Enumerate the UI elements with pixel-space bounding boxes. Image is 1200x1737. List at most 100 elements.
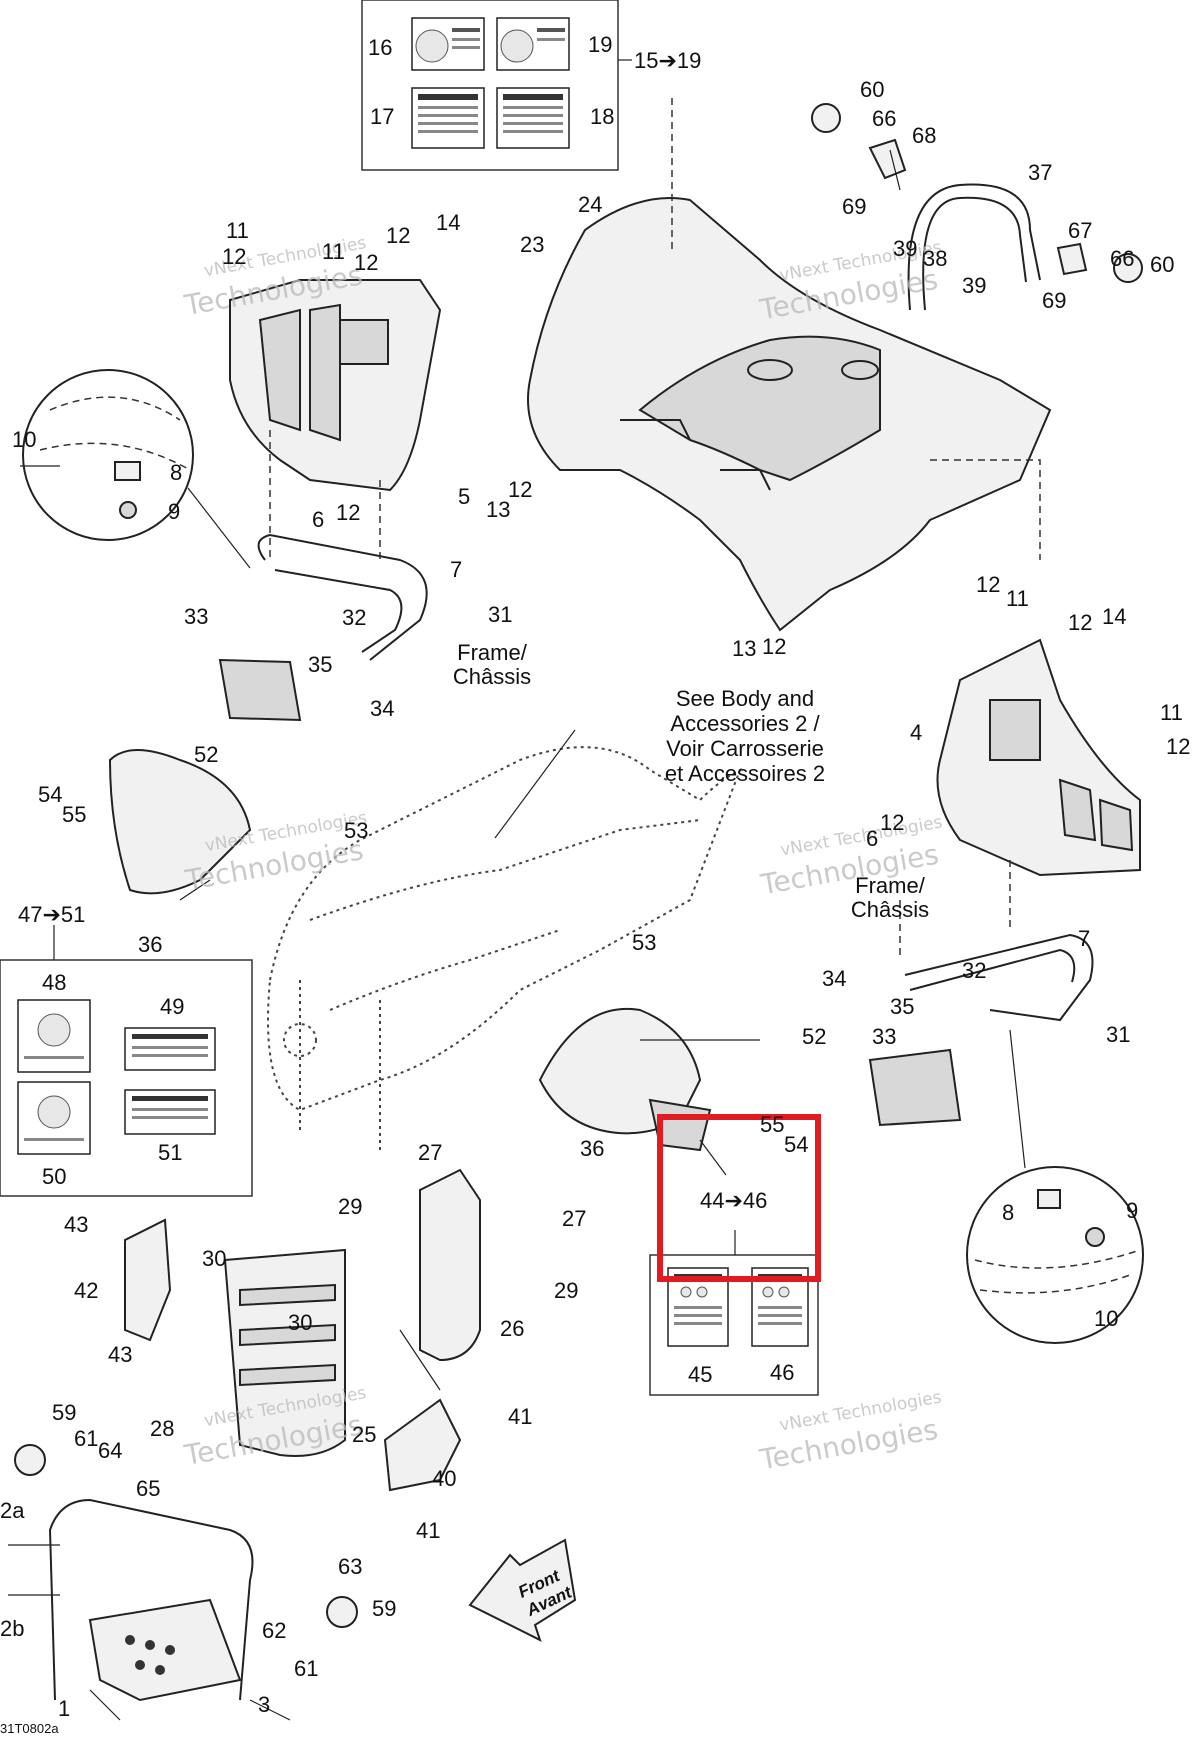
callout: 11	[1006, 586, 1029, 611]
decal-set-44-46	[649, 1139, 819, 1396]
callout: 45	[688, 1362, 712, 1387]
callout: 8	[170, 460, 182, 485]
cap-59	[14, 1444, 46, 1476]
warning-pictogram	[500, 29, 534, 63]
callout: 12	[386, 223, 410, 248]
callout: 27	[562, 1206, 586, 1231]
callout: 12	[1068, 610, 1092, 635]
frame-knuckle	[283, 1023, 317, 1057]
callout: 11	[1160, 700, 1183, 725]
callout: 14	[1102, 604, 1126, 629]
callout: 35	[308, 652, 332, 677]
rear-grab-bar	[811, 103, 1143, 311]
callout: 12	[762, 634, 786, 659]
grab-bar-37	[907, 183, 1041, 311]
frame-note: Châssis	[851, 897, 929, 922]
callout: 54	[784, 1132, 808, 1157]
callout: 39	[893, 236, 917, 261]
leader-line	[699, 1139, 727, 1176]
callout: 2a	[0, 1498, 25, 1523]
callout: 19	[588, 32, 612, 57]
callout: 60	[860, 77, 884, 102]
callout: 33	[184, 604, 208, 629]
frame-tube	[309, 819, 701, 921]
callout: 66	[1110, 246, 1134, 271]
skid-hole	[155, 1665, 165, 1675]
callout: 12	[354, 250, 378, 275]
callout: 24	[578, 192, 602, 217]
frame-note: Châssis	[453, 664, 531, 689]
callout: 53	[344, 818, 368, 843]
decal-pictogram	[680, 1286, 692, 1298]
callout: 4	[910, 720, 922, 745]
callout: 11	[322, 239, 345, 264]
label-text-line	[452, 46, 480, 49]
diagram-code: 31T0802a	[0, 1721, 59, 1736]
decal-pictogram	[37, 1013, 71, 1047]
callout: 43	[108, 1342, 132, 1367]
callout: 32	[342, 605, 366, 630]
label-text-line	[452, 28, 480, 32]
decal-pictogram	[762, 1286, 774, 1298]
label-text-line	[132, 1108, 208, 1111]
label-text-line	[503, 114, 563, 117]
frame-note: Frame/	[457, 640, 528, 665]
footwell-guide	[269, 430, 381, 560]
right-footrest	[868, 860, 1094, 1127]
callout: 11	[226, 218, 249, 243]
callout: 60	[1150, 252, 1174, 277]
callout: 31	[1106, 1022, 1130, 1047]
front-bumper	[8, 1444, 358, 1702]
callout: 62	[262, 1618, 286, 1643]
callout: 30	[288, 1310, 312, 1335]
highlight-box[interactable]	[657, 1114, 821, 1282]
footpeg-pad	[218, 658, 302, 722]
detail-curve	[974, 1249, 1141, 1269]
label-text-line	[758, 1306, 802, 1309]
fender-guide	[930, 459, 1041, 560]
skid-hole	[125, 1635, 135, 1645]
callout: 13	[486, 497, 510, 522]
callout: 18	[590, 104, 614, 129]
callout: 12	[508, 477, 532, 502]
clip-8	[114, 461, 141, 481]
label-text-line	[418, 130, 478, 133]
callouts: 16 19 17 18 60 66 68 37 69 39 38 39 67 6…	[0, 32, 1190, 1721]
callout: 41	[508, 1404, 532, 1429]
callout: 65	[136, 1476, 160, 1501]
footrest-31-inner	[274, 569, 403, 653]
bracket-67	[1056, 242, 1088, 276]
frame-outline	[267, 729, 742, 1150]
label-text-line	[24, 1138, 84, 1141]
label-text-line	[132, 1116, 208, 1119]
callout: 29	[554, 1278, 578, 1303]
callout: 27	[418, 1140, 442, 1165]
group-label-44-46: 44➔46	[700, 1188, 767, 1213]
callout: 7	[450, 557, 462, 582]
callout: 52	[802, 1024, 826, 1049]
grille-25-slats	[239, 1283, 336, 1387]
front-direction-arrow	[468, 1538, 577, 1642]
watermark: vNext Technologies Technologies	[756, 1387, 943, 1476]
label-text-line	[758, 1314, 802, 1317]
leader-line	[89, 1689, 121, 1721]
callout: 8	[1002, 1200, 1014, 1225]
footrest-31	[257, 533, 428, 661]
callout: 10	[12, 427, 36, 452]
notes: See Body and Accessories 2 / Voir Carros…	[0, 640, 929, 1736]
callout: 53	[632, 930, 656, 955]
label-text-line	[418, 122, 478, 125]
callout: 34	[822, 966, 846, 991]
label-text-line	[418, 114, 478, 117]
decal-set-47-51	[0, 925, 253, 1197]
label-text-line	[452, 38, 480, 41]
detail-circle	[22, 369, 194, 541]
callout: 13	[732, 636, 756, 661]
label-header	[418, 94, 478, 100]
callout: 51	[158, 1140, 182, 1165]
callout: 67	[1068, 218, 1092, 243]
callout: 10	[1094, 1306, 1118, 1331]
callout: 52	[194, 742, 218, 767]
callout: 46	[770, 1360, 794, 1385]
